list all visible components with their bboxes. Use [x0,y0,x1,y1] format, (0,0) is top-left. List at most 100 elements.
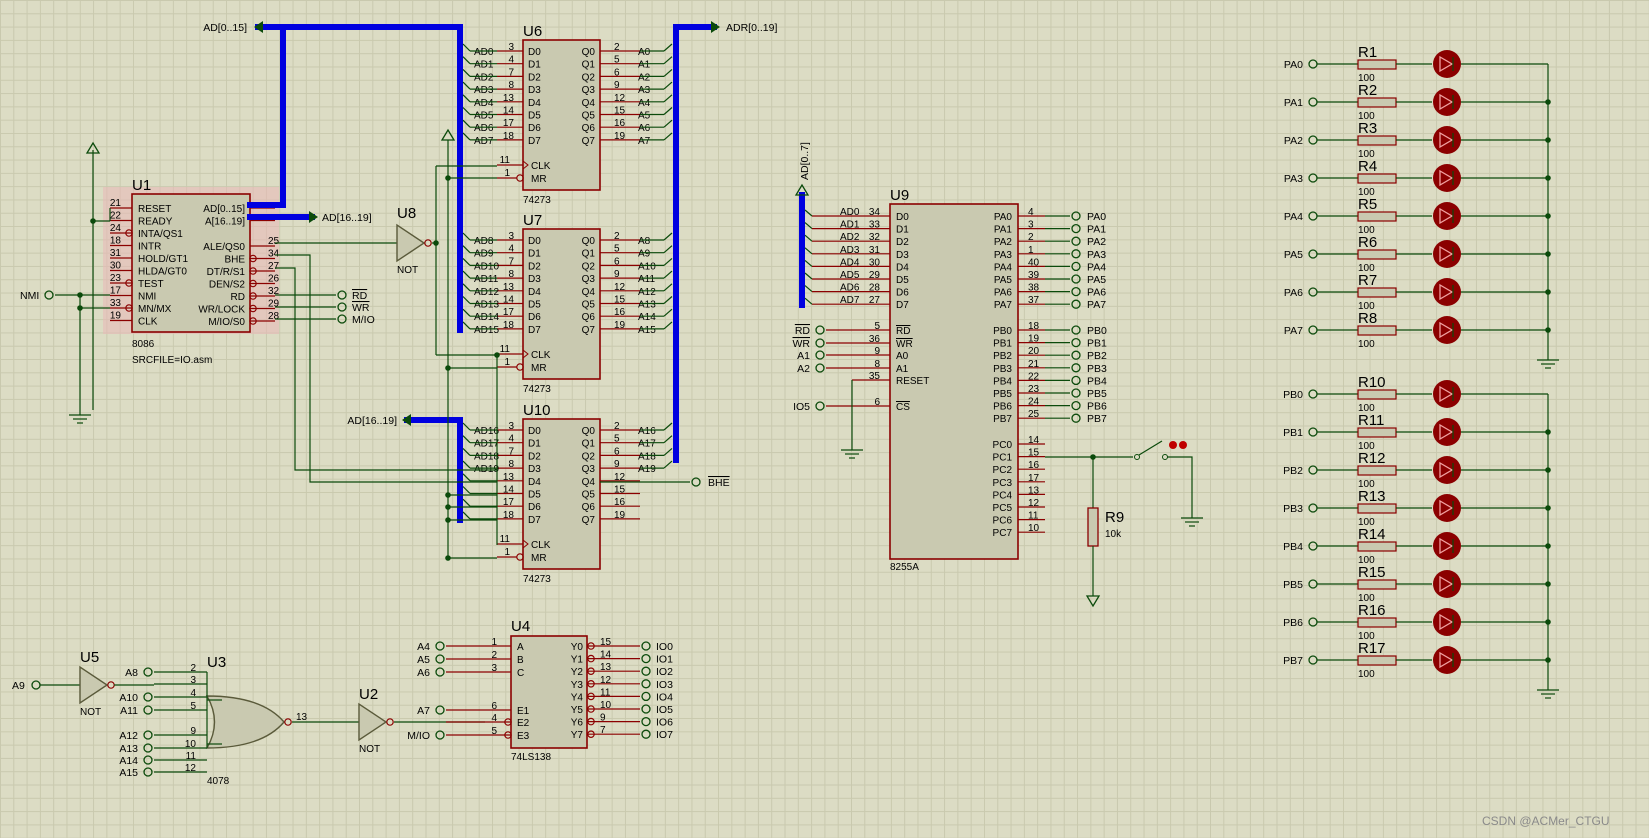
latch-clk-number: 11 [500,344,511,355]
u9-pin-number: 1 [1028,245,1034,256]
latch-d-name: D2 [528,72,541,83]
u4-pin-number: 4 [491,713,497,724]
u9-terminal [815,325,825,335]
u3-terminal [143,667,153,677]
latch-d-net: AD6 [474,123,494,134]
u4-pin-number: 12 [600,675,612,686]
bus-entry [462,270,471,279]
latch-part: 74273 [523,195,551,206]
latch-ref: U7 [523,212,542,229]
led-body [1433,380,1461,408]
u4-pin-name: Y2 [571,667,584,678]
resistor-body [1357,97,1397,108]
latch-q-number: 5 [614,434,620,445]
u9-terminal [815,350,825,360]
u9-part: 8255A [890,562,919,573]
inversion-bubble [504,718,512,726]
latch-q-number: 5 [614,55,620,66]
led-port-terminal [1308,465,1318,475]
latch-q-net: A8 [638,236,651,247]
resistor-value: 100 [1358,225,1375,236]
led-bank-b: PB0R10100PB1R11100PB2R12100PB3R13100PB4R… [1283,374,1559,699]
ground-symbol [69,405,91,424]
latch-d-number: 17 [503,118,515,129]
u4-output-label: IO5 [656,704,673,716]
power-arrow [794,183,810,196]
latch-body [522,418,601,570]
latch-d-name: D5 [528,300,541,311]
led-port-terminal [1308,325,1318,335]
u9-pin-name: RD [896,326,910,337]
latch-q-name: Q2 [582,451,596,462]
latch-q-net: A11 [638,274,655,285]
latch-q-name: Q6 [582,123,596,134]
latch-d-net: AD15 [474,325,499,336]
latch-q-net: A2 [638,72,651,83]
u1-pin-number: 27 [268,261,280,272]
u9-pin-number: 39 [1028,270,1040,281]
u9-pin-number: 17 [1028,473,1040,484]
u9-ref: U9 [890,187,909,204]
latch-q-net: A12 [638,287,656,298]
led-port-label: PA4 [1284,211,1303,223]
u4-input-label: M/IO [407,730,430,742]
u9-port-label: PB0 [1087,325,1107,337]
latch-body [522,39,601,191]
resistor-ref: R2 [1358,82,1377,99]
u3-input-label: A14 [119,755,138,767]
bus-entry [462,132,471,141]
resistor-body [1357,465,1397,476]
u9-pin-number: 3 [1028,220,1034,231]
u9-pin-name: PB5 [993,389,1012,400]
led-symbol [1439,93,1454,111]
u9-net: AD5 [840,270,860,281]
u9-port-terminal [1071,400,1081,411]
inversion-bubble [516,174,524,182]
bus-entry [663,245,673,254]
u9-port-label: PB2 [1087,350,1107,362]
u4-pin-name: Y0 [571,642,584,653]
junction-dot [445,365,451,371]
u3-terminal [143,705,153,715]
resistor-ref: R1 [1358,44,1377,61]
u1-ref: U1 [132,177,151,194]
u9-pin-name: PC7 [993,528,1013,539]
u1-pin-number: 25 [268,236,280,247]
latch-d-name: D6 [528,502,541,513]
latch-d-number: 14 [503,106,515,117]
latch-q-number: 6 [614,446,620,457]
led-port-label: PB0 [1283,389,1303,401]
latch-q-number: 12 [614,93,626,104]
u1-pin-name: DEN/S2 [209,280,246,291]
u9-pin-number: 21 [1028,359,1040,370]
u1-pin-number: 23 [110,273,122,284]
junction-dot [494,352,500,358]
u9-terminal-label: A1 [797,350,810,362]
u9-pin-name: D1 [896,225,909,236]
u1-pin-name: INTA/QS1 [138,229,183,240]
rd-label: RD [352,290,368,302]
latch-d-number: 7 [508,67,514,78]
bus-arrow [254,21,263,33]
u9-port-label: PA2 [1087,236,1106,248]
u9-net: AD1 [840,220,860,231]
u9-port-terminal [1071,337,1081,348]
u1-pin-name: AD[0..15] [203,204,245,215]
u9-pin-number: 13 [1028,485,1040,496]
bus-entry [804,234,813,242]
u4-pin-name: E3 [517,731,530,742]
u9-net: AD0 [840,207,860,218]
latch-d-number: 4 [508,55,514,66]
not-gate-body [358,702,388,742]
inversion-bubble [516,363,524,371]
u4-pin-number: 2 [491,650,497,661]
adr-bus-label: ADR[0..19] [726,22,777,34]
led-port-terminal [1308,211,1318,221]
led-body [1433,494,1461,522]
bus-entry [663,232,673,241]
u4-pin-number: 1 [491,637,497,648]
resistor-body [1357,59,1397,70]
u9-pin-number: 35 [869,371,881,382]
